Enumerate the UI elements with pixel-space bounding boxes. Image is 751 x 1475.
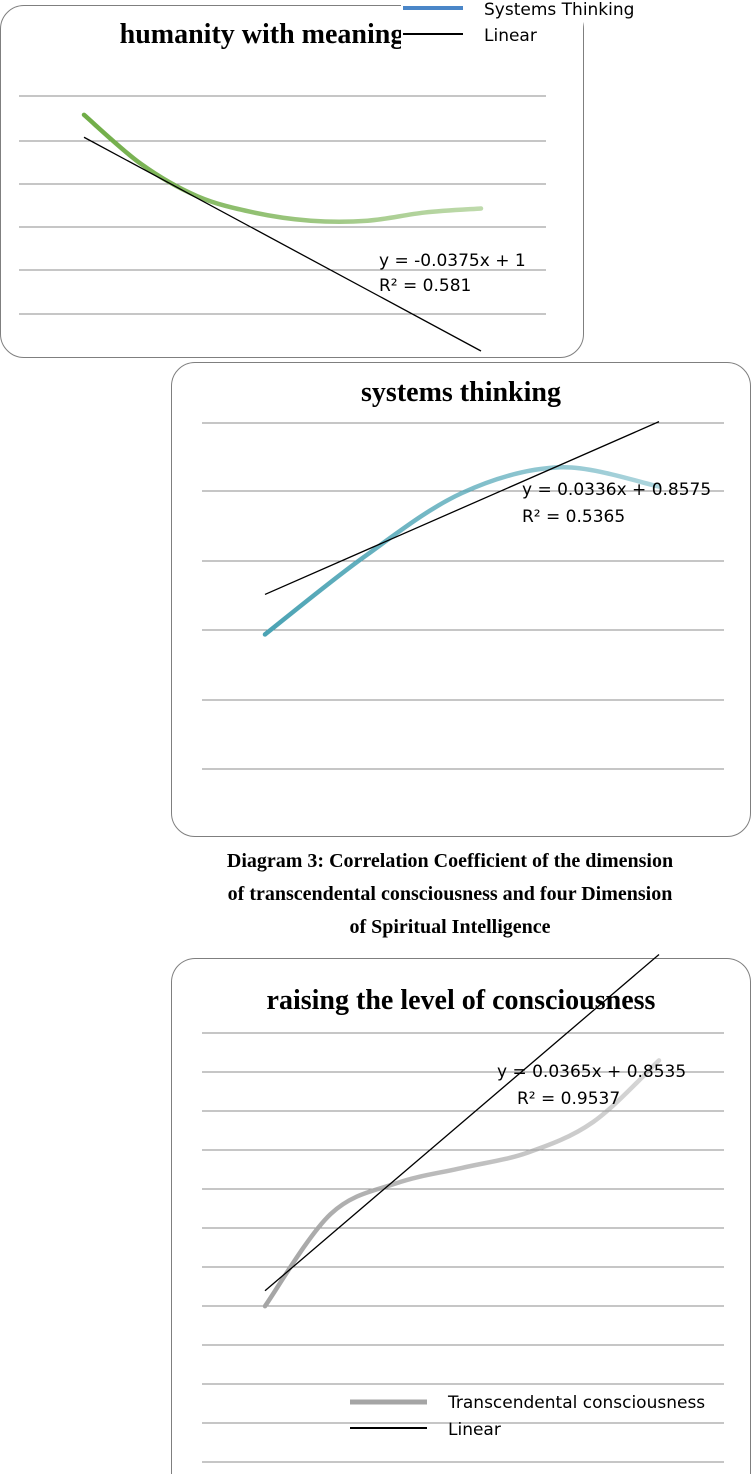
trend-r-squared: R² = 0.9537 xyxy=(517,1089,620,1109)
chart-plot-area: y = 0.0365x + 0.8535 R² = 0.9537Transcend… xyxy=(172,959,751,1475)
trend-equation: y = 0.0336x + 0.8575 xyxy=(522,480,711,500)
chart-plot-area: y = 0.0336x + 0.8575 R² = 0.5365 xyxy=(172,363,751,838)
trend-equation: y = 0.0365x + 0.8535 xyxy=(497,1062,686,1082)
trend-r-squared: R² = 0.581 xyxy=(379,276,471,296)
series-line xyxy=(84,115,481,222)
trendline xyxy=(265,954,659,1290)
legend-label-linear: Linear xyxy=(484,26,537,46)
chart-raising-level-of-consciousness: raising the level of consciousness y = 0… xyxy=(171,958,751,1474)
legend-label-linear: Linear xyxy=(448,1420,501,1440)
legend-label-series: Transcendental consciousness xyxy=(447,1393,705,1413)
legend-label-series: Systems Thinking xyxy=(484,0,634,20)
trendline xyxy=(84,137,481,351)
trend-r-squared: R² = 0.5365 xyxy=(522,507,625,527)
caption-line-3: of Spiritual Intelligence xyxy=(120,911,751,944)
caption-line-2: of transcendental consciousness and four… xyxy=(120,878,751,911)
figure-caption: Diagram 3: Correlation Coefficient of th… xyxy=(120,845,751,944)
trend-equation: y = -0.0375x + 1 xyxy=(379,251,526,271)
caption-line-1: Diagram 3: Correlation Coefficient of th… xyxy=(120,845,751,878)
